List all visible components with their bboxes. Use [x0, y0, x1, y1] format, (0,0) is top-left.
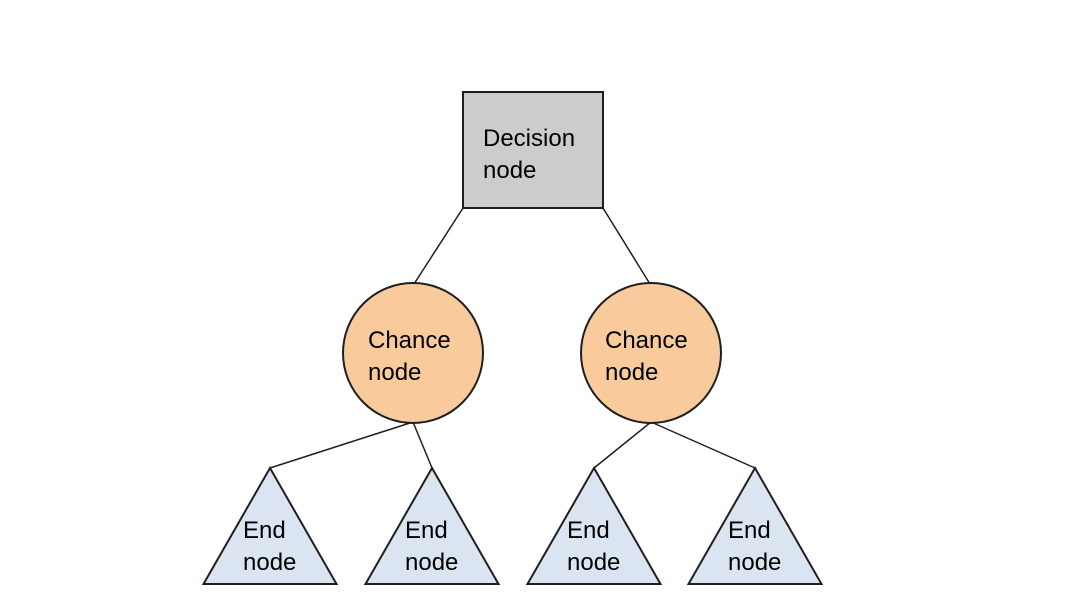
decision-node-label-line1: Decision	[483, 125, 575, 152]
edge-chance-right-to-end-3	[593, 421, 652, 469]
chance-node-right-label-line1: Chance	[605, 327, 688, 354]
decision-node-shape	[462, 91, 604, 209]
end-node-3: End node	[525, 465, 663, 585]
end-node-1-label-line1: End	[243, 517, 286, 544]
decision-node-label-line2: node	[483, 157, 536, 184]
edge-decision-to-chance-right	[602, 207, 651, 285]
end-node-4-label-line2: node	[728, 549, 781, 576]
end-node-3-shape	[525, 465, 663, 585]
chance-node-right-shape	[580, 282, 722, 424]
end-node-3-label-line1: End	[567, 517, 610, 544]
chance-node-left-label-line2: node	[368, 359, 421, 386]
end-node-3-label-line2: node	[567, 549, 620, 576]
end-node-4: End node	[686, 465, 824, 585]
chance-node-left: Chance node	[342, 282, 484, 424]
end-node-4-label-line1: End	[728, 517, 771, 544]
end-node-2-label-line1: End	[405, 517, 448, 544]
decision-node: Decision node	[462, 91, 604, 209]
chance-node-right-label-line2: node	[605, 359, 658, 386]
edges	[269, 207, 756, 469]
edge-chance-right-to-end-4	[650, 421, 756, 469]
chance-node-left-label-line1: Chance	[368, 327, 451, 354]
edge-decision-to-chance-left	[413, 207, 464, 285]
end-node-1-shape	[201, 465, 339, 585]
edge-chance-left-to-end-1	[269, 421, 414, 469]
chance-node-right: Chance node	[580, 282, 722, 424]
chance-node-left-shape	[342, 282, 484, 424]
edge-chance-left-to-end-2	[412, 421, 433, 469]
end-node-4-shape	[686, 465, 824, 585]
end-node-2-label-line2: node	[405, 549, 458, 576]
end-node-2-shape	[363, 465, 501, 585]
end-node-2: End node	[363, 465, 501, 585]
end-node-1: End node	[201, 465, 339, 585]
end-node-1-label-line2: node	[243, 549, 296, 576]
